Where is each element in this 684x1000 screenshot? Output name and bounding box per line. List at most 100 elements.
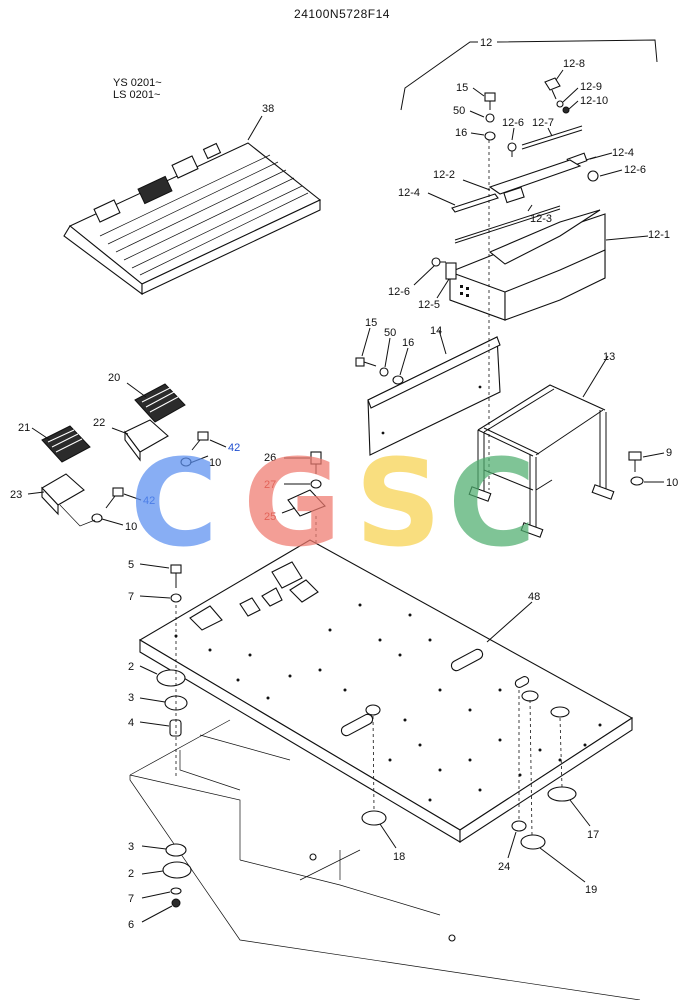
part-10-washer-right [630, 476, 644, 486]
part-10-washer-upper [180, 457, 192, 467]
assembly-12-bracket-line [400, 39, 658, 111]
callout-12: 12 [480, 37, 492, 49]
callout-22: 22 [93, 417, 105, 429]
callout-18: 18 [393, 851, 405, 863]
serial-note-2: LS 0201~ [113, 89, 160, 101]
washer-50-upper [485, 113, 495, 123]
callout-12-4-lower: 12-4 [398, 187, 420, 199]
callout-10-right: 10 [666, 477, 678, 489]
part-3-mount-lower [165, 843, 187, 857]
watermark: C G S C [130, 435, 536, 574]
part-12-6-pin-upper [507, 142, 517, 157]
part-12-10-nut [562, 106, 570, 114]
part-23-bracket [41, 473, 85, 516]
watermark-letter-c2: C [448, 435, 536, 574]
callout-12-5: 12-5 [418, 299, 440, 311]
callout-12-6-a: 12-6 [502, 117, 524, 129]
part-7-washer-lower [170, 887, 182, 895]
part-19-mount [520, 834, 546, 850]
callout-12-1: 12-1 [648, 229, 670, 241]
part-12-4-rail-lower [451, 193, 499, 213]
part-12-2-plate [488, 159, 582, 195]
part-48-floor-plate [138, 539, 634, 844]
callout-26: 26 [264, 452, 276, 464]
part-12-8-bolt [544, 77, 561, 100]
bolt-15-upper [484, 92, 496, 110]
serial-note-1: YS 0201~ [113, 77, 162, 89]
watermark-letter-g: G [243, 435, 342, 574]
callout-23: 23 [10, 489, 22, 501]
part-12-3-slider [503, 186, 525, 204]
part-2-mount-upper [156, 669, 186, 687]
callout-12-10: 12-10 [580, 95, 608, 107]
part-25-plate [287, 489, 326, 517]
callout-6: 6 [128, 919, 134, 931]
callout-4: 4 [128, 717, 134, 729]
callout-3-upper: 3 [128, 692, 134, 704]
washer-16-upper [484, 131, 496, 141]
part-12-9-washer [556, 100, 564, 108]
part-12-1-box [449, 209, 606, 321]
callout-10-upper: 10 [209, 457, 221, 469]
part-4-spacer [169, 719, 182, 737]
callout-9: 9 [666, 447, 672, 459]
callout-12-4-upper: 12-4 [612, 147, 634, 159]
callout-15-lower: 15 [365, 317, 377, 329]
callout-50-lower: 50 [384, 327, 396, 339]
callout-21: 21 [18, 422, 30, 434]
callout-2-lower: 2 [128, 868, 134, 880]
callout-13: 13 [603, 351, 615, 363]
callout-12-9: 12-9 [580, 81, 602, 93]
drawing-number: 24100N5728F14 [294, 7, 390, 21]
callout-15-upper: 15 [456, 82, 468, 94]
part-12-6-pin-right [587, 170, 599, 182]
part-27-washer [310, 479, 322, 489]
part-12-6-pin-lower [431, 257, 446, 267]
callout-7-upper: 7 [128, 591, 134, 603]
watermark-letter-c1: C [130, 435, 218, 574]
callout-27: 27 [264, 479, 276, 491]
part-2-mount-lower [162, 861, 192, 879]
part-26-bolt [310, 451, 322, 474]
callout-12-2: 12-2 [433, 169, 455, 181]
part-38-control-unit [63, 115, 322, 296]
part-5-bolt [170, 564, 182, 588]
callout-42-lower: 42 [143, 495, 155, 507]
callout-48: 48 [528, 591, 540, 603]
callout-2-upper: 2 [128, 661, 134, 673]
washer-50-lower [379, 367, 389, 377]
callout-19: 19 [585, 884, 597, 896]
watermark-letter-s: S [355, 435, 441, 574]
callout-10-lower: 10 [125, 521, 137, 533]
callout-3-lower: 3 [128, 841, 134, 853]
callout-38: 38 [262, 103, 274, 115]
callout-12-8: 12-8 [563, 58, 585, 70]
callout-14: 14 [430, 325, 442, 337]
callout-12-7: 12-7 [532, 117, 554, 129]
part-21-pedal [41, 425, 91, 463]
part-22-bracket [124, 419, 169, 462]
part-18-mount [361, 810, 387, 826]
callout-12-6-b: 12-6 [624, 164, 646, 176]
bolt-15-lower [355, 357, 377, 367]
part-20-pedal [134, 383, 186, 423]
part-7-washer-upper [170, 593, 182, 603]
callout-7-lower: 7 [128, 893, 134, 905]
callout-17: 17 [587, 829, 599, 841]
part-9-bolt [628, 451, 642, 472]
callout-12-6-c: 12-6 [388, 286, 410, 298]
part-17-mount [547, 786, 577, 802]
callout-50-upper: 50 [453, 105, 465, 117]
part-42-bolt-upper [191, 431, 209, 451]
callout-20: 20 [108, 372, 120, 384]
part-12-5-clip [445, 262, 457, 280]
callout-5: 5 [128, 559, 134, 571]
callout-24: 24 [498, 861, 510, 873]
part-6-nut [171, 898, 181, 908]
part-14-cover [367, 336, 501, 456]
part-42-bolt-lower [105, 487, 124, 509]
part-24-spacer [511, 820, 527, 832]
callout-12-3: 12-3 [530, 213, 552, 225]
washer-16-lower [392, 375, 404, 385]
